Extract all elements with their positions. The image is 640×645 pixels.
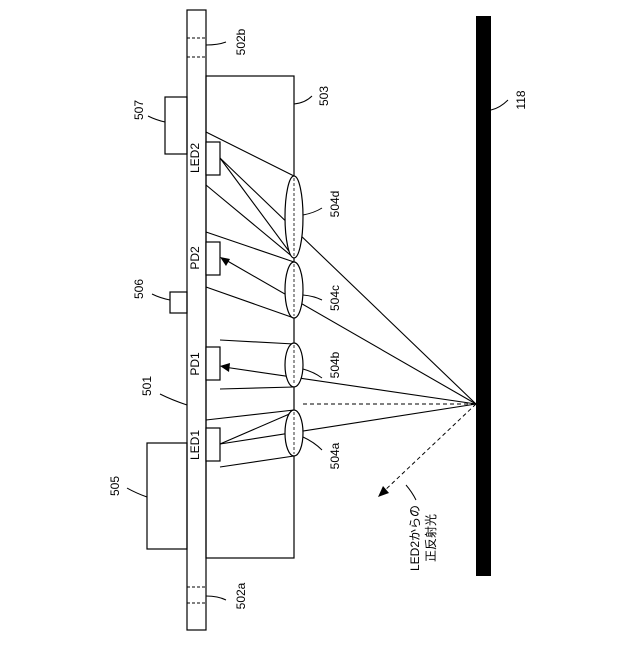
- leader-505: [127, 488, 147, 497]
- ray-pd1-lower: [220, 387, 294, 389]
- target-118: [476, 16, 491, 576]
- label-504b: 504b: [328, 351, 342, 378]
- leader-504c: [303, 295, 322, 300]
- substrate-501: [187, 10, 206, 630]
- leader-annotation: [406, 485, 416, 500]
- leader-504d: [303, 208, 322, 215]
- ray-led1-lower: [220, 456, 294, 467]
- label-504a: 504a: [328, 442, 342, 469]
- pd1-chip: [206, 347, 220, 380]
- label-505: 505: [108, 476, 122, 496]
- pd2-chip: [206, 242, 220, 275]
- leader-504b: [303, 369, 322, 378]
- component-507: [165, 97, 187, 154]
- label-502a: 502a: [234, 582, 248, 609]
- led1-chip: [206, 428, 220, 461]
- label-504d: 504d: [328, 191, 342, 218]
- label-507: 507: [132, 100, 146, 120]
- specular-reflection-dashed: [382, 404, 476, 493]
- label-504c: 504c: [328, 285, 342, 311]
- label-503: 503: [317, 86, 331, 106]
- label-506: 506: [132, 279, 146, 299]
- ray-target-to-pd2: [224, 259, 476, 404]
- label-pd1: PD1: [188, 352, 202, 376]
- led2-chip: [206, 142, 220, 175]
- label-led2: LED2: [188, 143, 202, 173]
- leader-502b: [206, 42, 226, 45]
- annotation-line2: 正反射光: [423, 514, 438, 562]
- ray-led1-upper: [206, 410, 294, 420]
- ray-pd1-upper: [220, 340, 294, 344]
- lens-504a: [285, 410, 303, 456]
- leader-118: [491, 100, 508, 110]
- label-118: 118: [514, 90, 528, 109]
- lens-504c: [285, 262, 303, 318]
- leader-506: [152, 294, 170, 300]
- ray-led2-mid: [220, 158, 294, 258]
- label-502b: 502b: [234, 28, 248, 55]
- ray-led2-to-target: [220, 158, 476, 404]
- label-501: 501: [140, 376, 154, 396]
- annotation-line1: LED2からの: [408, 505, 422, 571]
- lens-504d: [285, 176, 303, 258]
- ray-target-to-pd1: [224, 367, 476, 404]
- arrowhead-pd1: [220, 363, 230, 372]
- leader-504a: [303, 437, 322, 450]
- component-505: [147, 443, 187, 549]
- label-pd2: PD2: [188, 246, 202, 270]
- label-led1: LED1: [188, 430, 202, 460]
- ray-led1-to-target: [220, 404, 476, 444]
- leader-507: [148, 116, 165, 122]
- leader-501: [160, 394, 187, 405]
- leader-503: [294, 96, 312, 104]
- leader-lines: [127, 42, 508, 600]
- labels: 502b 503 118 507 LED2 504d PD2 506 504c …: [108, 28, 528, 609]
- lens-504b: [285, 343, 303, 387]
- arrowhead-pd2: [220, 257, 230, 266]
- component-506: [170, 292, 187, 313]
- leader-502a: [206, 596, 226, 600]
